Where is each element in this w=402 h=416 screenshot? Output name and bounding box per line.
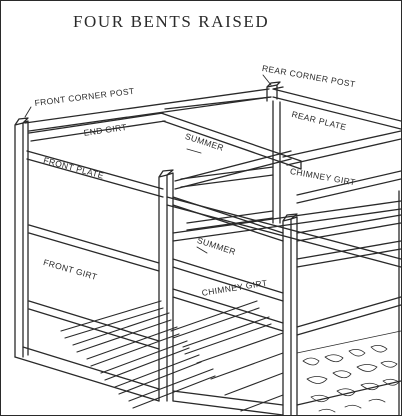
- rear-corner-post: [266, 81, 281, 102]
- middle-girt-front: [28, 224, 160, 272]
- middle-post: [158, 169, 174, 402]
- front-corner-post: [14, 117, 29, 358]
- front-to-rear-plate: [24, 88, 272, 132]
- label-leaders: [24, 74, 272, 254]
- end-girt-beam: [28, 112, 166, 142]
- right-post: [282, 213, 298, 415]
- front-girt-beam: [28, 300, 160, 350]
- upper-summer-beam: [160, 112, 302, 170]
- diagram-title: FOUR BENTS RAISED: [73, 12, 270, 31]
- chimney-girt-lower-beam: [172, 288, 284, 332]
- upper-summer-short: [164, 96, 272, 110]
- chimney-girt-upper-beam: [282, 130, 401, 166]
- front-plate-beam: [26, 150, 164, 198]
- rear-plate-beam: [272, 86, 401, 130]
- floor-joists: [60, 300, 284, 412]
- stone-foundation: [296, 330, 401, 415]
- front-sill: [14, 346, 284, 415]
